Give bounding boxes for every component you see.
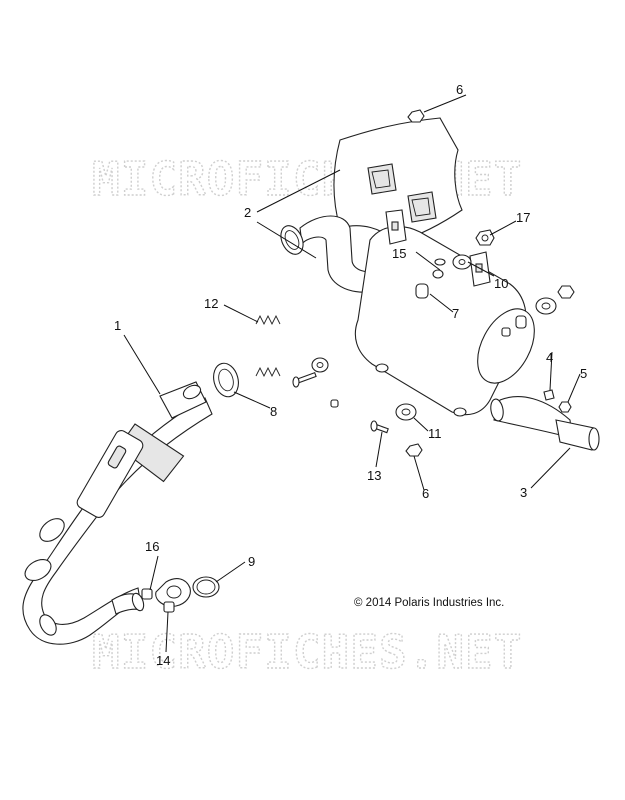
callout-5: 5 (580, 366, 587, 381)
washer-right[interactable] (535, 297, 557, 315)
callouts: 1 2 3 4 5 6 6 7 8 9 10 11 12 13 14 15 16… (114, 82, 587, 668)
tail-tip-part[interactable] (555, 419, 600, 451)
gasket-9[interactable] (192, 576, 220, 598)
callout-14: 14 (156, 653, 170, 668)
spacer-right[interactable] (515, 315, 527, 329)
callout-9: 9 (248, 554, 255, 569)
bolt-6-top[interactable] (407, 109, 425, 123)
head-pipe-part[interactable] (21, 381, 213, 645)
callout-6-top: 6 (456, 82, 463, 97)
flange[interactable] (155, 578, 191, 607)
callout-16: 16 (145, 539, 159, 554)
muffler-part[interactable] (354, 209, 573, 439)
leader-lines (123, 94, 581, 653)
nut-5[interactable] (558, 401, 572, 413)
callout-3: 3 (520, 485, 527, 500)
copyright-notice: © 2014 Polaris Industries Inc. (354, 597, 504, 609)
bolt-13[interactable] (370, 420, 389, 434)
spring-12[interactable] (255, 314, 281, 378)
callout-2: 2 (244, 205, 251, 220)
center-bolt[interactable] (292, 371, 317, 388)
washer-10[interactable] (452, 254, 472, 270)
callout-8: 8 (270, 404, 277, 419)
callout-11: 11 (428, 426, 442, 441)
washer-11[interactable] (395, 403, 417, 421)
small-nut-center[interactable] (330, 399, 339, 408)
callout-17: 17 (516, 210, 530, 225)
watermark-bottom: MICROFICHES.NET (92, 625, 522, 679)
bolt-6-bottom[interactable] (405, 443, 423, 457)
nut-14[interactable] (163, 601, 175, 613)
nut-right-small[interactable] (501, 327, 511, 337)
callout-13: 13 (367, 468, 381, 483)
callout-10: 10 (494, 276, 508, 291)
callout-1: 1 (114, 318, 121, 333)
callout-15: 15 (392, 246, 406, 261)
nut-right[interactable] (557, 285, 575, 299)
washer-15[interactable] (432, 269, 444, 279)
nut-16[interactable] (141, 588, 153, 600)
clip-4[interactable] (543, 389, 555, 401)
spacer-7[interactable] (415, 283, 429, 299)
center-washer[interactable] (311, 357, 329, 373)
gasket-8[interactable] (210, 360, 242, 399)
bolt-17[interactable] (475, 229, 495, 246)
callout-7: 7 (452, 306, 459, 321)
callout-12: 12 (204, 296, 218, 311)
callout-6-bottom: 6 (422, 486, 429, 501)
callout-4: 4 (546, 350, 553, 365)
